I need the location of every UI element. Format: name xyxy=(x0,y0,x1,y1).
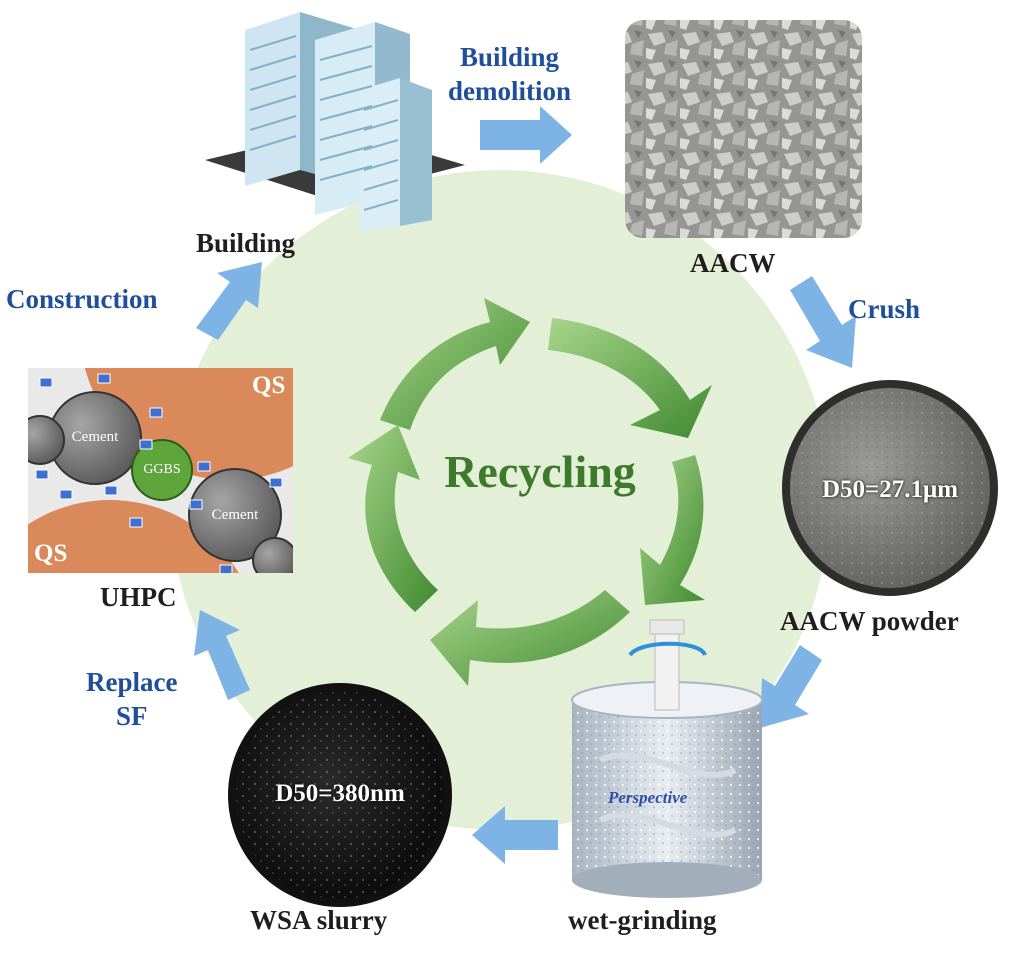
step-replace-line2: SF xyxy=(115,701,148,731)
step-demolition-line1: Building xyxy=(459,42,560,72)
slurry-d50-label: D50=380nm xyxy=(275,780,405,807)
label-uhpc: UHPC xyxy=(100,582,177,612)
building-illustration xyxy=(205,12,465,232)
recycle-arrow-top-right xyxy=(548,318,712,438)
crush-arrow xyxy=(790,276,856,368)
uhpc-qs-bottom-label: QS xyxy=(34,540,68,567)
uhpc-ggbs-label: GGBS xyxy=(143,462,181,477)
aacw-powder-disc xyxy=(782,380,998,596)
label-wet-grinding: wet-grinding xyxy=(568,905,717,935)
uhpc-microstructure xyxy=(28,368,293,573)
step-construction: Construction xyxy=(6,284,158,314)
recycling-title: Recycling xyxy=(444,446,636,497)
aacw-rubble-image xyxy=(625,20,862,238)
step-building-demolition: Building demolition xyxy=(448,40,571,108)
recycle-arrow-left xyxy=(348,425,438,612)
powder-to-grinding-arrow xyxy=(760,645,822,728)
label-aacw: AACW xyxy=(690,248,776,278)
wet-grinding-cylinder xyxy=(571,619,763,898)
demolition-arrow xyxy=(480,106,572,164)
step-crush: Crush xyxy=(848,294,921,324)
recycle-arrow-bottom xyxy=(430,590,630,686)
step-replace-line1: Replace xyxy=(86,667,178,697)
perspective-label: Perspective xyxy=(608,788,688,807)
wsa-slurry-disc xyxy=(228,683,452,907)
uhpc-cement-label-2: Cement xyxy=(211,507,259,523)
label-wsa-slurry: WSA slurry xyxy=(250,905,388,935)
uhpc-cement-label-1: Cement xyxy=(71,429,119,445)
powder-d50-label: D50=27.1μm xyxy=(821,476,959,503)
recycle-arrow-right xyxy=(640,455,705,605)
flow-arrows xyxy=(194,106,856,864)
uhpc-qs-top-label: QS xyxy=(252,372,286,399)
grinding-to-slurry-arrow xyxy=(472,806,558,864)
recycle-arrow-top xyxy=(380,298,530,430)
step-demolition-line2: demolition xyxy=(448,76,572,106)
recycling-arrows xyxy=(348,298,712,686)
label-aacw-powder: AACW powder xyxy=(780,606,959,636)
construction-arrow xyxy=(196,262,262,340)
label-building: Building xyxy=(196,228,296,258)
replace-sf-arrow xyxy=(194,610,250,700)
step-replace-sf: Replace SF xyxy=(86,665,177,733)
